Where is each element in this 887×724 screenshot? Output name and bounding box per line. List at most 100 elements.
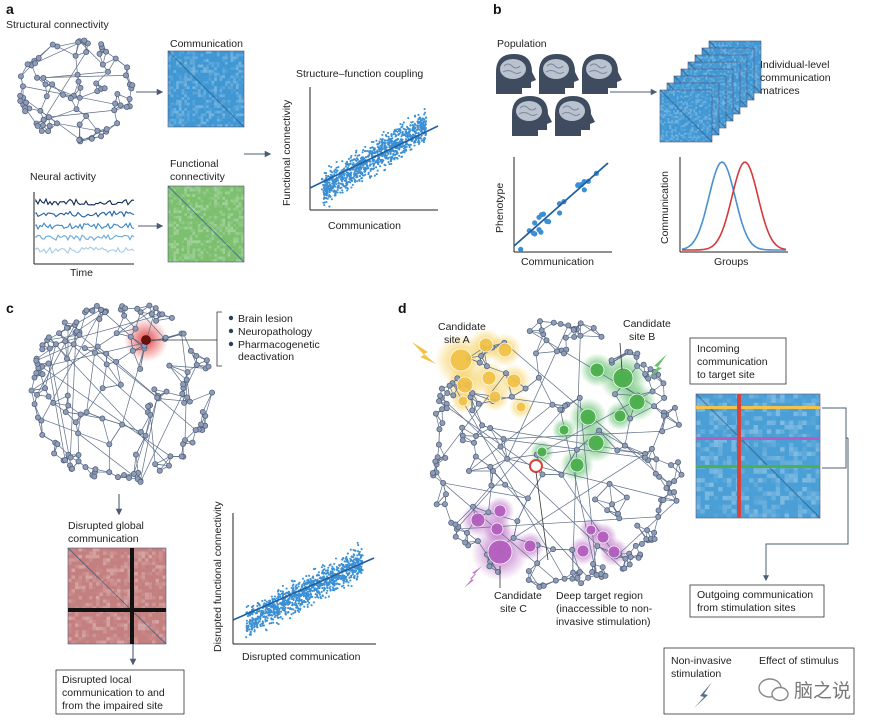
- func-mat-cell: [173, 256, 177, 260]
- stack-mat-6-cell: [726, 51, 728, 54]
- func-mat-cell: [227, 229, 231, 233]
- stack-mat-4-cell: [734, 84, 737, 87]
- func-mat-cell: [227, 202, 231, 205]
- comm-mat-cell: [230, 89, 234, 92]
- coupling-point: [337, 184, 340, 187]
- stack-mat-7-cell: [757, 70, 760, 73]
- comm-mat-cell: [214, 110, 217, 114]
- stack-mat-7-cell: [755, 60, 757, 62]
- individual-matrices-stack: [659, 40, 762, 143]
- func-mat-cell: [241, 237, 244, 241]
- coupling-point: [424, 124, 427, 127]
- comm-mat-cell: [190, 81, 193, 84]
- comm-mat-cell: [200, 116, 204, 119]
- stack-mat-7-cell: [709, 42, 711, 45]
- coupling-point: [369, 168, 372, 171]
- coupling-point: [346, 186, 349, 190]
- func-mat-cell: [203, 226, 206, 230]
- coupling-point: [350, 186, 353, 189]
- comm-mat-cell: [233, 80, 236, 84]
- stack-mat-7-cell: [755, 85, 758, 88]
- comm-mat-cell: [206, 118, 209, 122]
- coupling-point: [381, 139, 384, 142]
- coupling-point: [376, 161, 379, 164]
- func-mat-cell: [208, 215, 212, 219]
- func-mat-cell: [216, 196, 220, 200]
- comm-mat-cell: [187, 116, 190, 119]
- func-mat-cell: [206, 229, 209, 233]
- stack-mat-4-cell: [734, 82, 737, 85]
- coupling-point: [408, 146, 411, 149]
- comm-mat-cell: [235, 67, 239, 70]
- coupling-point: [399, 138, 403, 141]
- comm-mat-cell: [239, 89, 242, 92]
- coupling-point: [390, 134, 393, 137]
- coupling-point: [356, 172, 359, 175]
- stack-mat-6-cell: [711, 49, 714, 52]
- func-mat-cell: [222, 213, 225, 216]
- func-mat-cell: [170, 248, 174, 252]
- comm-mat-cell: [168, 121, 171, 125]
- coupling-point: [411, 120, 414, 124]
- comm-mat-cell: [219, 89, 223, 92]
- a-net-node: [24, 61, 31, 68]
- stack-mat-4-cell: [697, 63, 700, 66]
- func-mat-cell: [235, 240, 239, 243]
- comm-mat-cell: [219, 91, 223, 95]
- func-mat-cell: [176, 221, 179, 224]
- comm-mat-cell: [192, 64, 196, 68]
- coupling-point: [327, 174, 330, 178]
- func-mat-cell: [238, 205, 242, 208]
- coupling-point: [353, 175, 356, 178]
- comm-mat-cell: [181, 83, 185, 87]
- func-mat-cell: [233, 229, 236, 233]
- stack-mat-7-cell: [744, 42, 747, 45]
- a-net-node: [49, 81, 56, 88]
- comm-mat-cell: [176, 72, 179, 76]
- stack-mat-4-cell: [734, 71, 736, 73]
- stack-mat-4-cell: [736, 75, 739, 77]
- stack-mat-4-cell: [712, 65, 714, 68]
- comm-mat-cell: [197, 105, 201, 108]
- coupling-point: [394, 135, 397, 138]
- comm-mat-cell: [178, 59, 182, 62]
- comm-mat-cell: [238, 83, 242, 87]
- a-net-node: [76, 121, 83, 128]
- comm-mat-cell: [222, 72, 225, 76]
- a-net-node: [35, 55, 42, 61]
- func-mat-cell: [219, 218, 223, 222]
- coupling-point: [334, 171, 337, 174]
- func-mat-cell: [214, 213, 217, 216]
- coupling-point: [367, 154, 370, 157]
- func-mat-cell: [208, 218, 212, 222]
- stack-mat-4-cell: [704, 63, 707, 66]
- comm-mat-cell: [222, 113, 225, 117]
- comm-mat-cell: [195, 110, 198, 114]
- func-mat-cell: [200, 215, 204, 219]
- func-mat-cell: [219, 213, 223, 216]
- coupling-point: [423, 136, 426, 139]
- comm-mat-cell: [208, 89, 212, 92]
- stack-mat-6-cell: [748, 57, 751, 60]
- comm-mat-cell: [209, 67, 212, 70]
- comm-mat-cell: [168, 53, 171, 57]
- func-mat-diagonal: [167, 185, 245, 263]
- coupling-point: [403, 151, 406, 154]
- coupling-point: [354, 151, 358, 154]
- func-mat-cell: [219, 256, 223, 260]
- stack-mat-5-cell: [714, 57, 716, 59]
- comm-mat-cell: [178, 102, 182, 106]
- stack-mat-4-cell: [708, 63, 711, 66]
- func-mat-cell: [168, 234, 171, 238]
- comm-mat-cell: [208, 113, 212, 117]
- func-mat-cell: [220, 189, 223, 192]
- func-mat-cell: [181, 259, 185, 262]
- comm-mat-cell: [200, 64, 204, 68]
- stack-mat-2-cell: [690, 79, 693, 82]
- func-mat-cell: [211, 259, 215, 262]
- coupling-point: [387, 161, 390, 164]
- comm-mat-cell: [203, 102, 206, 106]
- func-mat-cell: [195, 229, 198, 232]
- comm-mat-cell: [208, 61, 212, 65]
- func-mat-cell: [176, 224, 179, 227]
